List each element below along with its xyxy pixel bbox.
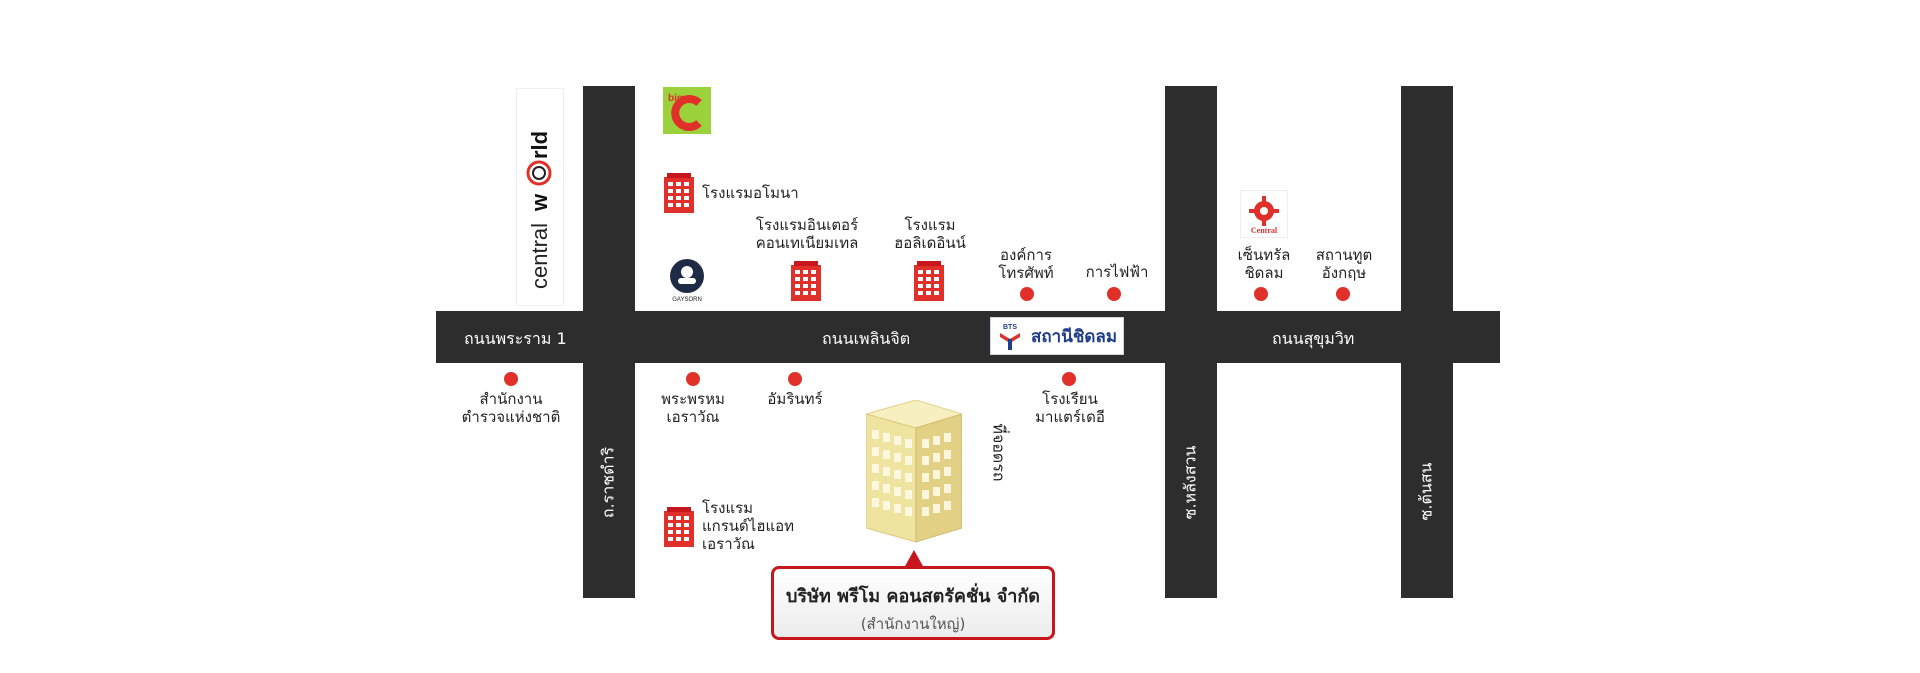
svg-text:BTS: BTS bbox=[1003, 324, 1017, 331]
label-police-hq: สำนักงานตำรวจแห่งชาติ bbox=[461, 390, 561, 426]
marker-tot bbox=[1020, 287, 1034, 301]
company-callout: บริษัท พรีโม คอนสตรัคชั่น จำกัด (สำนักงา… bbox=[771, 566, 1055, 640]
label-holiday-inn-hotel: โรงแรมฮอลิเดอินน์ bbox=[894, 216, 966, 252]
bts-chidlom-station-sign: BTS สถานีชิดลม bbox=[990, 317, 1124, 355]
svg-text:w: w bbox=[527, 193, 552, 212]
svg-text:GAYSORN: GAYSORN bbox=[672, 297, 702, 303]
marker-erawan-shrine bbox=[686, 372, 700, 386]
label-tot: องค์การโทรศัพท์ bbox=[998, 246, 1054, 282]
road-label-rama1: ถนนพระราม 1 bbox=[464, 329, 567, 348]
marker-police-hq bbox=[504, 372, 518, 386]
station-name: สถานีชิดลม bbox=[1031, 326, 1118, 347]
label-erawan-shrine: พระพรหมเอราวัณ bbox=[661, 390, 725, 426]
road-label-ratchadamri: ถ.ราชดำริ bbox=[598, 446, 618, 519]
label-amarin: อัมรินทร์ bbox=[767, 390, 823, 408]
label-british-embassy: สถานทูตอังกฤษ bbox=[1315, 246, 1373, 282]
centralworld-logo: central w rld bbox=[516, 88, 564, 306]
hotel-building-icon bbox=[664, 173, 694, 213]
hotel-building-icon bbox=[664, 507, 694, 547]
bigc-logo: big bbox=[663, 87, 711, 134]
gaysorn-logo: GAYSORN bbox=[665, 257, 709, 303]
ratchadamri-road bbox=[583, 86, 635, 598]
hotel-building-icon bbox=[791, 261, 821, 301]
road-label-sukhumvit: ถนนสุขุมวิท bbox=[1272, 329, 1355, 348]
label-amari-hotel: โรงแรมอโมนา bbox=[702, 184, 799, 202]
company-subtitle: (สำนักงานใหญ่) bbox=[860, 615, 966, 633]
tonson-road bbox=[1401, 86, 1453, 598]
marker-amarin bbox=[788, 372, 802, 386]
company-name: บริษัท พรีโม คอนสตรัคชั่น จำกัด bbox=[786, 586, 1040, 607]
svg-text:big: big bbox=[668, 93, 683, 104]
langsuan-road bbox=[1165, 86, 1217, 598]
road-label-langsuan: ซ.หลังสวน bbox=[1180, 445, 1200, 520]
central-logo: Central bbox=[1240, 190, 1288, 238]
label-electricity-authority: การไฟฟ้า bbox=[1085, 263, 1149, 281]
road-label-ploenchit: ถนนเพลินจิต bbox=[822, 329, 911, 348]
bts-logo-icon: BTS bbox=[1000, 324, 1020, 350]
label-central-chidlom: เซ็นทรัลชิดลม bbox=[1237, 246, 1291, 282]
marker-central-chidlom bbox=[1254, 287, 1268, 301]
label-grand-hyatt-erawan: โรงแรมแกรนด์ไฮแอทเอราวัณ bbox=[702, 499, 795, 553]
marker-british-embassy bbox=[1336, 287, 1350, 301]
label-intercontinental-hotel: โรงแรมอินเตอร์คอนเทเนียมเทล bbox=[755, 216, 859, 252]
label-mater-dei-school: โรงเรียนมาแตร์เดอี bbox=[1035, 390, 1105, 426]
hotel-building-icon bbox=[914, 261, 944, 301]
callout-pointer bbox=[904, 550, 924, 568]
marker-electricity-authority bbox=[1107, 287, 1121, 301]
svg-text:Central: Central bbox=[1251, 226, 1278, 235]
label-parking: ที่จอดรถ bbox=[989, 423, 1009, 482]
svg-text:rld: rld bbox=[527, 131, 552, 159]
marker-mater-dei-school bbox=[1062, 372, 1076, 386]
svg-text:central: central bbox=[527, 223, 552, 289]
company-building-icon bbox=[866, 400, 962, 543]
road-label-tonson: ซ.ต้นสน bbox=[1416, 462, 1436, 521]
